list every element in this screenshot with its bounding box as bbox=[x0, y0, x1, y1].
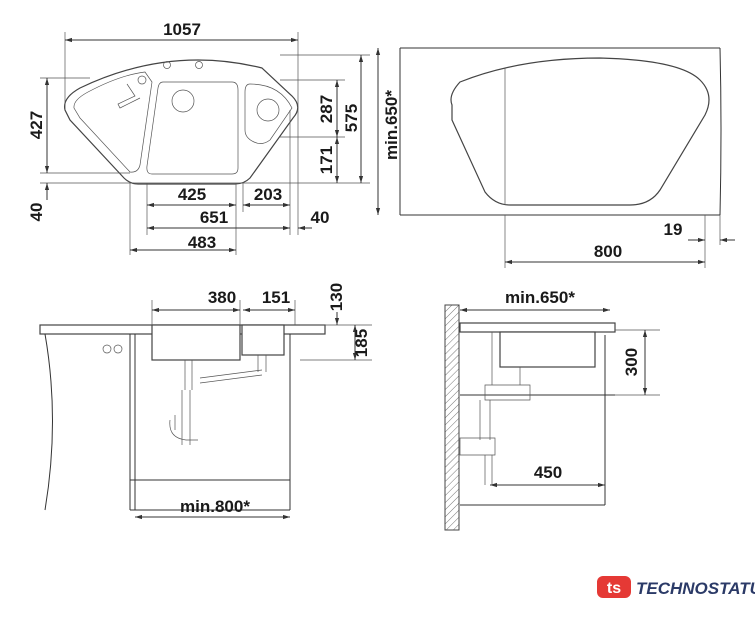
small-bowl-section bbox=[241, 324, 285, 356]
small-bowl-drain bbox=[256, 98, 280, 122]
dim-40-left: 40 bbox=[27, 203, 46, 222]
waste-control bbox=[137, 75, 147, 85]
main-bowl-section bbox=[151, 324, 241, 361]
dim-151: 151 bbox=[262, 288, 290, 307]
dim-425: 425 bbox=[178, 185, 206, 204]
drain-pipes-side bbox=[459, 332, 531, 485]
bowl-side-section bbox=[499, 331, 596, 368]
tap-hole bbox=[163, 61, 171, 69]
side-section: min.650* 300 450 bbox=[444, 288, 660, 531]
corner-view: min.650* 800 19 bbox=[375, 47, 735, 268]
technostatus-logo: ts TECHNOSTATUS bbox=[597, 576, 755, 598]
waste-lever bbox=[117, 83, 141, 109]
switch bbox=[113, 344, 123, 354]
front-section: 380 151 130 185 min.800* bbox=[39, 283, 372, 520]
dim-450: 450 bbox=[534, 463, 562, 482]
drainer-area bbox=[73, 71, 153, 173]
main-bowl-drain bbox=[171, 89, 195, 113]
dim-min-800: min.800* bbox=[180, 497, 250, 516]
dim-min-650-side: min.650* bbox=[505, 288, 575, 307]
plan-view: 1057 427 40 425 203 651 40 483 287 171 5… bbox=[27, 20, 370, 255]
drain-pipes bbox=[169, 355, 267, 445]
dim-300: 300 bbox=[622, 348, 641, 376]
logo-text: TECHNOSTATUS bbox=[636, 579, 755, 598]
tap-hole bbox=[195, 61, 203, 69]
dim-171: 171 bbox=[317, 146, 336, 174]
logo-mark bbox=[597, 576, 631, 598]
dim-800: 800 bbox=[594, 242, 622, 261]
dim-185: 185 bbox=[352, 329, 371, 357]
dim-575: 575 bbox=[342, 104, 361, 132]
dim-203: 203 bbox=[254, 185, 282, 204]
countertop-side bbox=[459, 322, 616, 333]
dim-40-right: 40 bbox=[311, 208, 330, 227]
dim-130: 130 bbox=[327, 283, 346, 311]
sink-outline bbox=[63, 59, 299, 185]
sink-outline-corner bbox=[450, 57, 710, 206]
svg-text:ts: ts bbox=[607, 580, 621, 597]
dim-min-650-corner: min.650* bbox=[382, 90, 401, 160]
wall bbox=[444, 304, 460, 531]
main-bowl bbox=[146, 81, 239, 175]
dim-651: 651 bbox=[200, 208, 228, 227]
dim-1057: 1057 bbox=[163, 20, 201, 39]
dim-483: 483 bbox=[188, 233, 216, 252]
dim-427: 427 bbox=[27, 111, 46, 139]
dim-287: 287 bbox=[317, 95, 336, 123]
small-bowl bbox=[244, 83, 293, 144]
switch bbox=[102, 344, 112, 354]
dim-380: 380 bbox=[208, 288, 236, 307]
dim-19: 19 bbox=[664, 220, 683, 239]
